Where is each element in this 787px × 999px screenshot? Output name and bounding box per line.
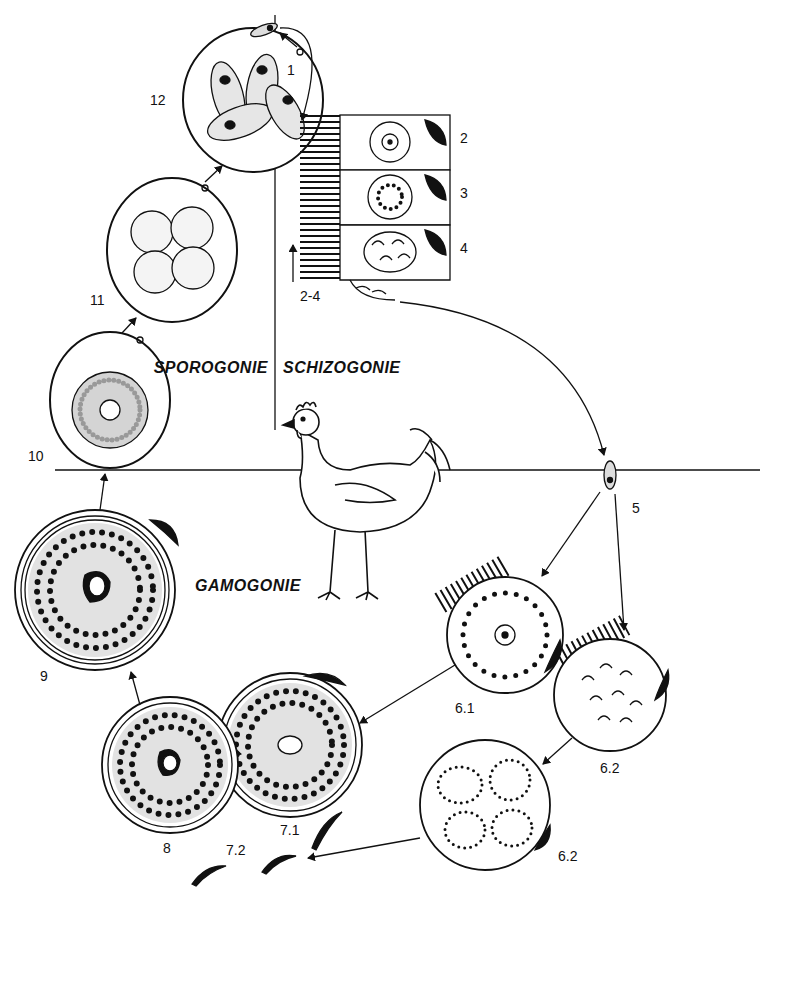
intestinal-epithelium — [320, 115, 450, 300]
sporulating-oocyst — [107, 178, 237, 322]
chicken-host — [283, 402, 450, 600]
unsporulated-oocyst — [50, 332, 170, 468]
stage-number: 7.2 — [226, 842, 245, 858]
phase-title: SPOROGONIE — [154, 360, 268, 376]
mature-schizont — [420, 740, 550, 870]
stage-number: 2 — [460, 130, 468, 146]
microgamete — [192, 812, 342, 886]
stage-number: 6.2 — [558, 848, 577, 864]
stage-number: 12 — [150, 92, 166, 108]
stage-number: 10 — [28, 448, 44, 464]
second-generation-schizont — [447, 577, 563, 693]
stage-number: 3 — [460, 185, 468, 201]
merozoite — [604, 461, 616, 489]
sporozoite — [249, 21, 279, 40]
stage-number: 7.1 — [280, 822, 299, 838]
stage-number: 5 — [632, 500, 640, 516]
schizont — [554, 639, 666, 751]
stage-number: 11 — [90, 292, 105, 308]
phase-title: SCHIZOGONIE — [283, 360, 401, 376]
stage-number: 6.1 — [455, 700, 474, 716]
stage-number: 6.2 — [600, 760, 619, 776]
stage-number: 2-4 — [300, 288, 320, 304]
stage-number: 1 — [287, 62, 295, 78]
sporulated-oocyst — [183, 28, 323, 172]
zygote — [15, 510, 175, 670]
stage-number: 9 — [40, 668, 48, 684]
stage-number: 8 — [163, 840, 171, 856]
macrogamete — [102, 697, 238, 833]
phase-title: GAMOGONIE — [195, 578, 301, 594]
stage-number: 4 — [460, 240, 468, 256]
gametocyte — [218, 673, 362, 817]
